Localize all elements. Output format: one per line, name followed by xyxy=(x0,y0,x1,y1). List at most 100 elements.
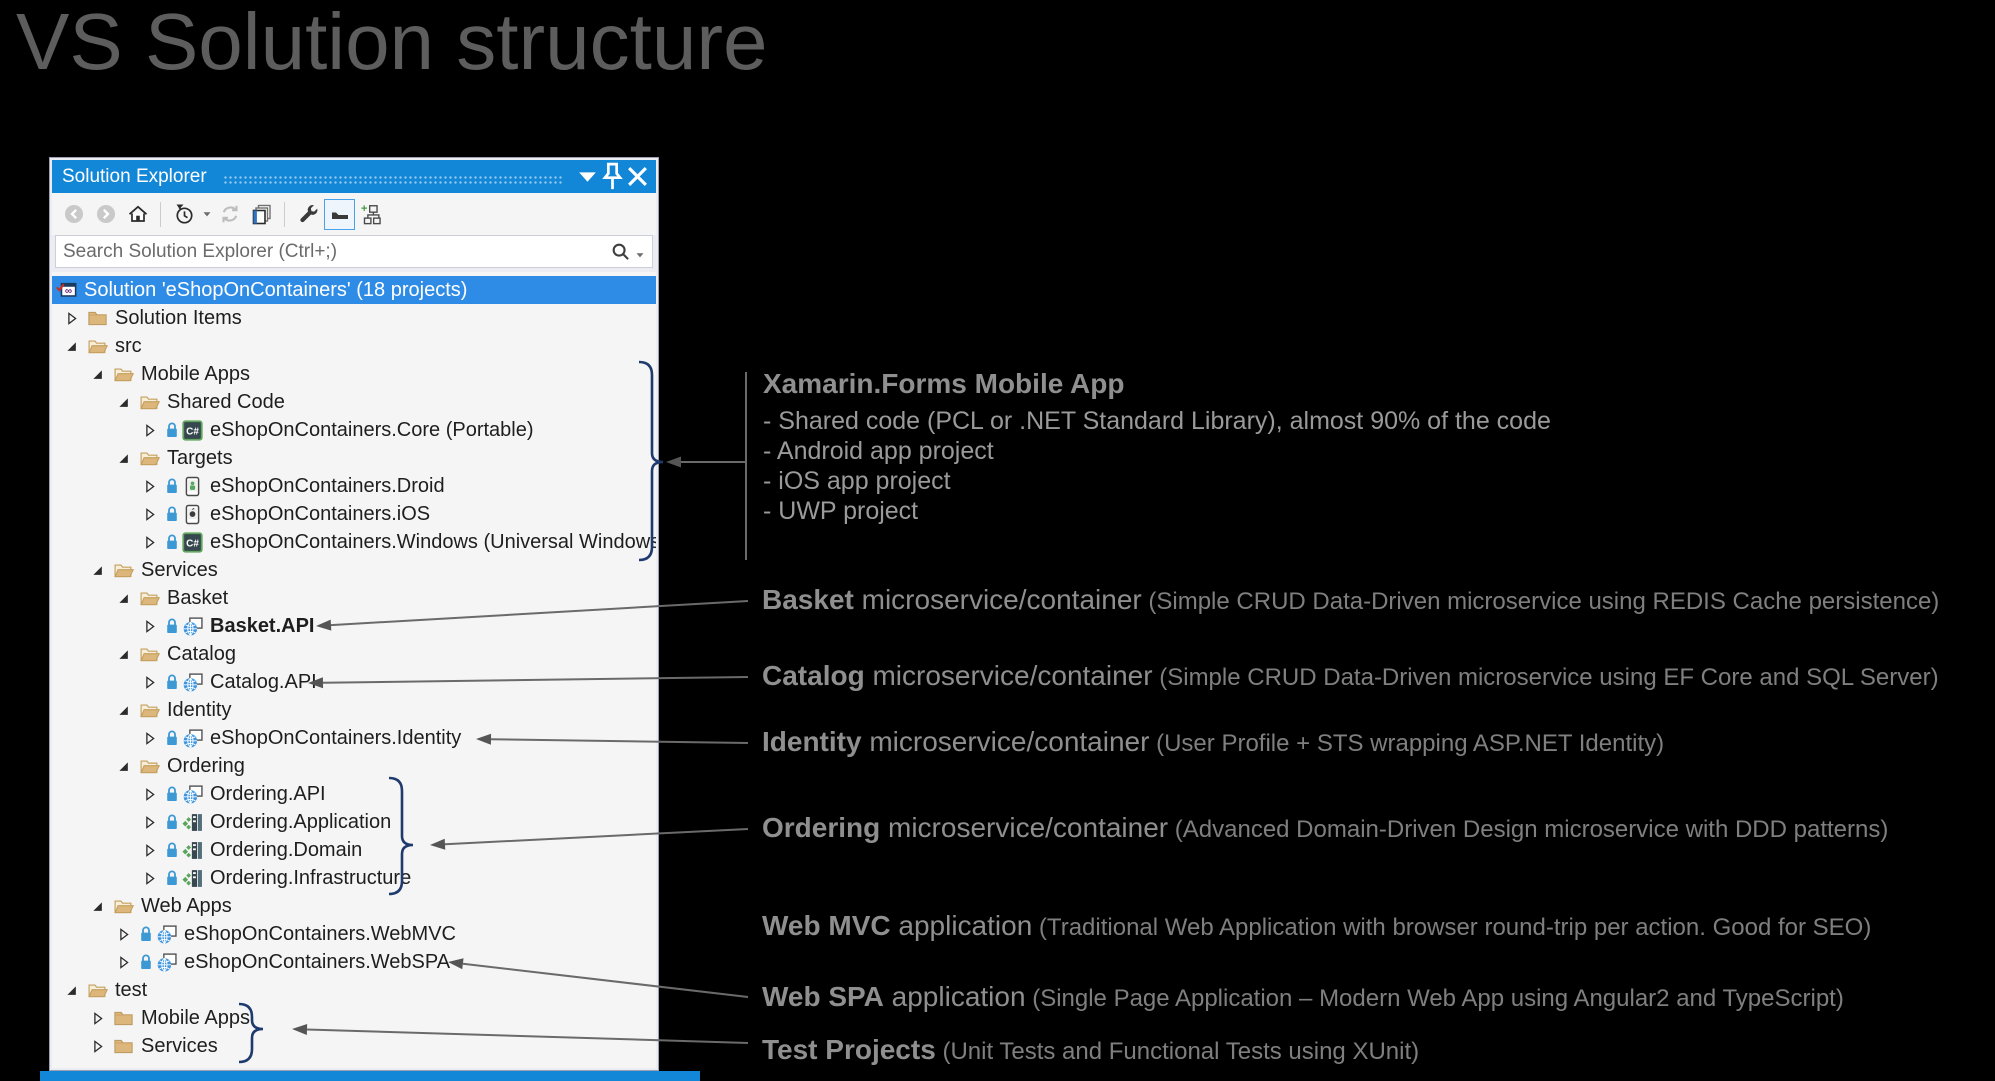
annotation-bullet: - Shared code (PCL or .NET Standard Libr… xyxy=(763,407,1551,435)
expand-collapse-icon[interactable] xyxy=(142,423,157,438)
forward-icon[interactable] xyxy=(90,199,121,230)
search-input[interactable]: Search Solution Explorer (Ctrl+;) xyxy=(63,240,338,262)
expand-collapse-icon[interactable] xyxy=(90,1011,105,1026)
annotation-bullet: - iOS app project xyxy=(763,467,951,495)
close-icon[interactable] xyxy=(625,165,650,189)
annotation-detail: (Traditional Web Application with browse… xyxy=(1032,914,1872,941)
tree-item-solution-eshoponcontainers-18-projects[interactable]: ∞Solution 'eShopOnContainers' (18 projec… xyxy=(52,276,656,304)
tree-item-ordering-infrastructure[interactable]: Ordering.Infrastructure xyxy=(52,864,656,892)
titlebar-grip[interactable] xyxy=(222,175,563,184)
expand-collapse-icon[interactable] xyxy=(64,983,79,998)
tree-item-ordering-domain[interactable]: Ordering.Domain xyxy=(52,836,656,864)
svg-text:∞: ∞ xyxy=(65,286,72,297)
tree-item-eshoponcontainers-identity[interactable]: eShopOnContainers.Identity xyxy=(52,724,656,752)
tree-item-eshoponcontainers-core-portable[interactable]: C#eShopOnContainers.Core (Portable) xyxy=(52,416,656,444)
panel-title: Solution Explorer xyxy=(62,165,207,187)
expand-collapse-icon[interactable] xyxy=(116,927,131,942)
annotation-subheading: application xyxy=(883,981,1026,1012)
lock-icon xyxy=(165,869,179,887)
tree-item-catalog-api[interactable]: Catalog.API xyxy=(52,668,656,696)
history-filter-icon[interactable] xyxy=(168,199,199,230)
annotation-subheading: microservice/container xyxy=(861,726,1150,757)
tree-item-identity[interactable]: Identity xyxy=(52,696,656,724)
expand-collapse-icon[interactable] xyxy=(142,507,157,522)
tree-item-label: Basket.API xyxy=(210,614,315,637)
expand-collapse-icon[interactable] xyxy=(64,311,79,326)
expand-collapse-icon[interactable] xyxy=(90,563,105,578)
annotation-detail: (User Profile + STS wrapping ASP.NET Ide… xyxy=(1149,730,1665,757)
collapse-selected-icon[interactable] xyxy=(324,198,355,230)
caret-icon[interactable] xyxy=(200,199,213,230)
expand-collapse-icon[interactable] xyxy=(116,647,131,662)
tree-item-ordering-application[interactable]: Ordering.Application xyxy=(52,808,656,836)
tree-item-web-apps[interactable]: Web Apps xyxy=(52,892,656,920)
toolbar: + xyxy=(52,193,656,235)
tree-item-eshoponcontainers-ios[interactable]: eShopOnContainers.iOS xyxy=(52,500,656,528)
window-position-icon[interactable] xyxy=(575,165,600,189)
tree-item-label: Mobile Apps xyxy=(141,362,250,385)
expand-collapse-icon[interactable] xyxy=(116,955,131,970)
expand-collapse-icon[interactable] xyxy=(142,787,157,802)
solution-icon: ∞ xyxy=(56,280,77,301)
expand-collapse-icon[interactable] xyxy=(142,479,157,494)
tree-item-eshoponcontainers-webspa[interactable]: eShopOnContainers.WebSPA xyxy=(52,948,656,976)
tree-item-shared-code[interactable]: Shared Code xyxy=(52,388,656,416)
tree-item-solution-items[interactable]: Solution Items xyxy=(52,304,656,332)
tree-item-services[interactable]: Services xyxy=(52,1032,656,1060)
sync-icon[interactable] xyxy=(214,199,245,230)
expand-collapse-icon[interactable] xyxy=(142,535,157,550)
solution-explorer-titlebar[interactable]: Solution Explorer xyxy=(52,160,656,193)
tree-item-label: Targets xyxy=(167,446,233,469)
tree-item-mobile-apps[interactable]: Mobile Apps xyxy=(52,1004,656,1032)
tree-item-services[interactable]: Services xyxy=(52,556,656,584)
library-icon xyxy=(182,868,203,889)
expand-collapse-icon[interactable] xyxy=(142,675,157,690)
expand-collapse-icon[interactable] xyxy=(90,367,105,382)
tree-item-label: Ordering.Application xyxy=(210,810,392,833)
tree-item-basket[interactable]: Basket xyxy=(52,584,656,612)
expand-collapse-icon[interactable] xyxy=(116,591,131,606)
solution-explorer-panel: Solution Explorer + Search Solution Expl… xyxy=(49,157,659,1071)
tree-item-label: eShopOnContainers.Droid xyxy=(210,474,445,497)
tree-item-test[interactable]: test xyxy=(52,976,656,1004)
pin-icon[interactable] xyxy=(600,162,625,189)
tree-item-eshoponcontainers-droid[interactable]: eShopOnContainers.Droid xyxy=(52,472,656,500)
expand-collapse-icon[interactable] xyxy=(90,1039,105,1054)
expand-collapse-icon[interactable] xyxy=(142,815,157,830)
tree-item-label: eShopOnContainers.WebSPA xyxy=(184,950,451,973)
tree-item-mobile-apps[interactable]: Mobile Apps xyxy=(52,360,656,388)
folder-open-icon xyxy=(139,644,160,665)
expand-collapse-icon[interactable] xyxy=(116,759,131,774)
search-options-chevron-icon[interactable] xyxy=(635,247,645,257)
tree-item-ordering[interactable]: Ordering xyxy=(52,752,656,780)
expand-collapse-icon[interactable] xyxy=(116,451,131,466)
annotation-subheading: application xyxy=(890,910,1033,941)
expand-collapse-icon[interactable] xyxy=(142,731,157,746)
search-icon[interactable] xyxy=(611,242,631,262)
new-view-icon[interactable]: + xyxy=(356,199,387,230)
expand-collapse-icon[interactable] xyxy=(116,703,131,718)
expand-collapse-icon[interactable] xyxy=(142,871,157,886)
tree-item-eshoponcontainers-webmvc[interactable]: eShopOnContainers.WebMVC xyxy=(52,920,656,948)
tree-item-src[interactable]: src xyxy=(52,332,656,360)
expand-collapse-icon[interactable] xyxy=(90,899,105,914)
tree-item-label: Shared Code xyxy=(167,390,285,413)
web-icon xyxy=(182,784,203,805)
annotation-xamarin: Xamarin.Forms Mobile App- Shared code (P… xyxy=(763,368,1551,526)
expand-collapse-icon[interactable] xyxy=(64,339,79,354)
back-icon[interactable] xyxy=(58,199,89,230)
home-icon[interactable] xyxy=(122,199,153,230)
tree-item-label: Ordering.API xyxy=(210,782,326,805)
wrench-icon[interactable] xyxy=(292,199,323,230)
expand-collapse-icon[interactable] xyxy=(142,843,157,858)
tree-item-catalog[interactable]: Catalog xyxy=(52,640,656,668)
tree-item-targets[interactable]: Targets xyxy=(52,444,656,472)
search-box[interactable]: Search Solution Explorer (Ctrl+;) xyxy=(55,235,653,268)
expand-collapse-icon[interactable] xyxy=(142,619,157,634)
expand-collapse-icon[interactable] xyxy=(116,395,131,410)
tree-item-eshoponcontainers-windows-universal-windows[interactable]: C#eShopOnContainers.Windows (Universal W… xyxy=(52,528,656,556)
window-stack-icon[interactable] xyxy=(246,199,277,230)
annotation-detail: (Single Page Application – Modern Web Ap… xyxy=(1025,985,1844,1012)
tree-item-basket-api[interactable]: Basket.API xyxy=(52,612,656,640)
tree-item-ordering-api[interactable]: Ordering.API xyxy=(52,780,656,808)
